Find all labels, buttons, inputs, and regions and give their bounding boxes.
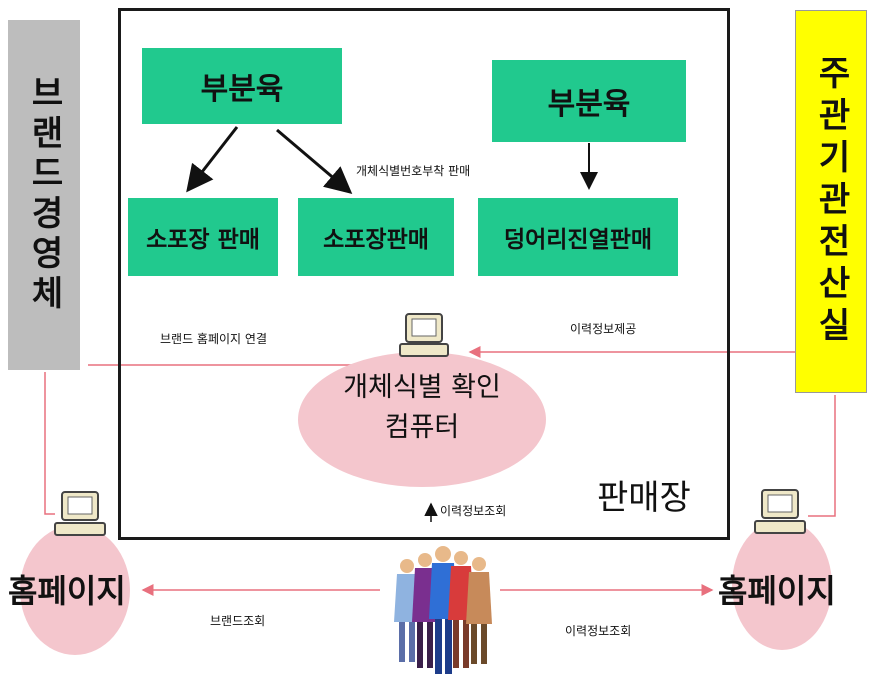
brand-link-label: 브랜드 홈페이지 연결 xyxy=(160,332,267,346)
id-check-line2: 컴퓨터 xyxy=(384,412,460,443)
computer-icon-right xyxy=(754,489,806,534)
brand-management-entity-label: 브랜드경영체 xyxy=(24,75,64,315)
homepage-left-label: 홈페이지 xyxy=(8,572,126,610)
primal-cut-right-label: 부분육 xyxy=(547,87,631,122)
id-number-label: 개체식별번호부착 판매 xyxy=(356,164,471,178)
primal-cut-left-label: 부분육 xyxy=(200,72,284,107)
homepage-right-ellipse xyxy=(732,520,832,650)
brand-lookup-label: 브랜드조회 xyxy=(210,614,266,628)
computer-icon-left xyxy=(54,491,106,536)
history-provide-label: 이력정보제공 xyxy=(570,322,637,336)
history-lookup-right-label: 이력정보조회 xyxy=(565,624,632,638)
primal-cut-box-right: 부분육 xyxy=(492,60,686,142)
id-check-computer-text: 개체식별 확인 컴퓨터 xyxy=(298,368,546,448)
brand-management-entity: 브랜드경영체 xyxy=(8,20,80,370)
id-check-line1: 개체식별 확인 xyxy=(343,372,501,403)
cut-to-small-pack-1-arrow xyxy=(186,126,239,193)
small-pack-box-2: 소포장판매 xyxy=(298,198,454,276)
homepage-right-label: 홈페이지 xyxy=(718,572,836,610)
computer-icon-center xyxy=(399,313,449,357)
id-check-computer-ellipse xyxy=(298,352,546,487)
history-lookup-center-label: 이력정보조회 xyxy=(440,504,507,518)
small-pack-2-label: 소포장판매 xyxy=(323,227,429,253)
small-pack-1-label: 소포장 판매 xyxy=(146,227,260,253)
consumers-group-icon xyxy=(394,546,492,674)
host-agency-computer-room: 주관기관전산실 xyxy=(795,10,867,393)
right-entity-to-homepage-line xyxy=(808,395,836,517)
lump-sale-box: 덩어리진열판매 xyxy=(478,198,678,276)
left-entity-to-homepage-line xyxy=(44,372,55,515)
store-label: 판매장 xyxy=(597,478,691,518)
homepage-left-ellipse xyxy=(20,525,130,655)
lump-sale-label: 덩어리진열판매 xyxy=(503,227,653,253)
store-frame xyxy=(118,8,730,540)
primal-cut-box-left: 부분육 xyxy=(142,48,342,124)
host-agency-computer-room-label: 주관기관전산실 xyxy=(811,54,851,349)
cut-to-small-pack-2-arrow xyxy=(276,128,353,194)
small-pack-box-1: 소포장 판매 xyxy=(128,198,278,276)
